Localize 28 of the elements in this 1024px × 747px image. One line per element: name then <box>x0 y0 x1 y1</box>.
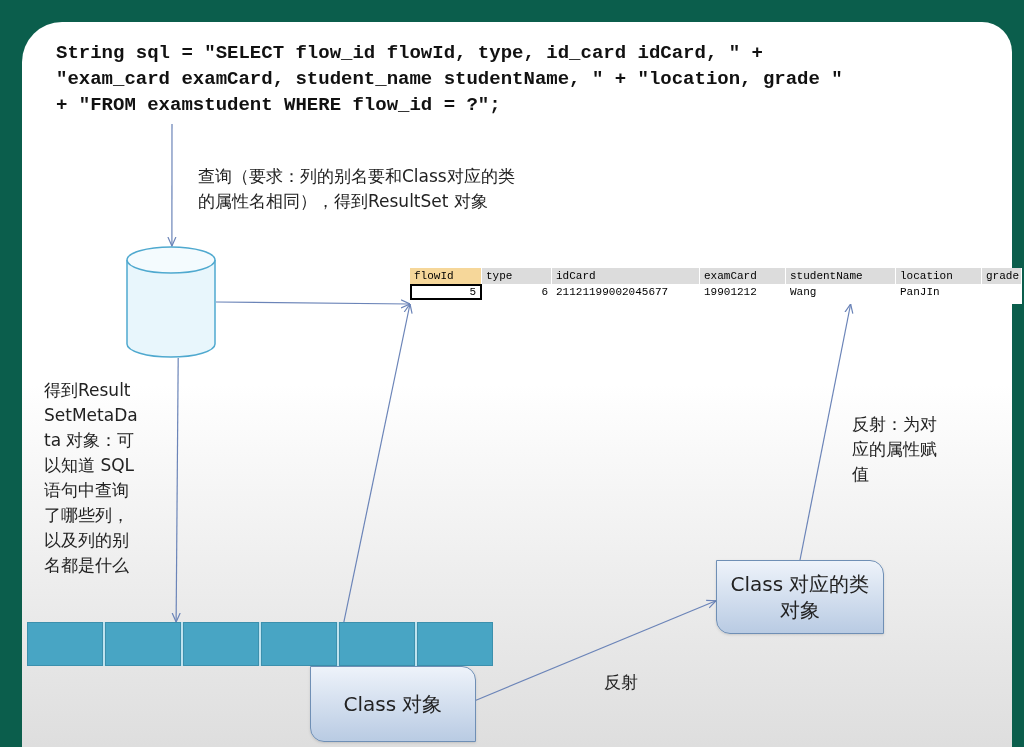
edge-label: 查询（要求：列的别名要和Class对应的类的属性名相同），得到ResultSet 对象 <box>198 165 516 213</box>
edge-label: 反射：为对应的属性赋值 <box>852 413 938 486</box>
column-header: studentName <box>786 268 896 284</box>
table-cell-text: 19901212 <box>703 285 758 300</box>
table-cell-text: Wang <box>789 285 818 300</box>
arrow <box>343 303 413 623</box>
result-table <box>410 268 1022 304</box>
table-cell-text: 6 <box>540 285 549 300</box>
database-cylinder <box>126 246 216 358</box>
edge-label: 反射 <box>604 671 639 694</box>
arrow <box>475 599 717 701</box>
column-header: idCard <box>552 268 700 284</box>
column-header: grade <box>982 268 1022 284</box>
table-cell-text: PanJIn <box>899 285 941 300</box>
column-header: location <box>896 268 982 284</box>
column-header: type <box>482 268 552 284</box>
arrow <box>799 303 854 561</box>
arrow <box>215 299 411 309</box>
edge-label: 得到ResultSetMetaData 对象：可以知道 SQL 语句中查询了哪些列，以及列的别名都是什么 <box>44 379 139 577</box>
column-header: flowId <box>410 268 482 284</box>
class-box: Class 对应的类对象 <box>716 560 884 634</box>
array-bar <box>27 622 493 666</box>
column-header: examCard <box>700 268 786 284</box>
class-box: Class 对象 <box>310 666 476 742</box>
arrow <box>167 123 177 247</box>
table-cell: 5 <box>410 284 482 300</box>
table-cell-text: 21121199002045677 <box>555 285 670 300</box>
arrow <box>171 357 181 623</box>
